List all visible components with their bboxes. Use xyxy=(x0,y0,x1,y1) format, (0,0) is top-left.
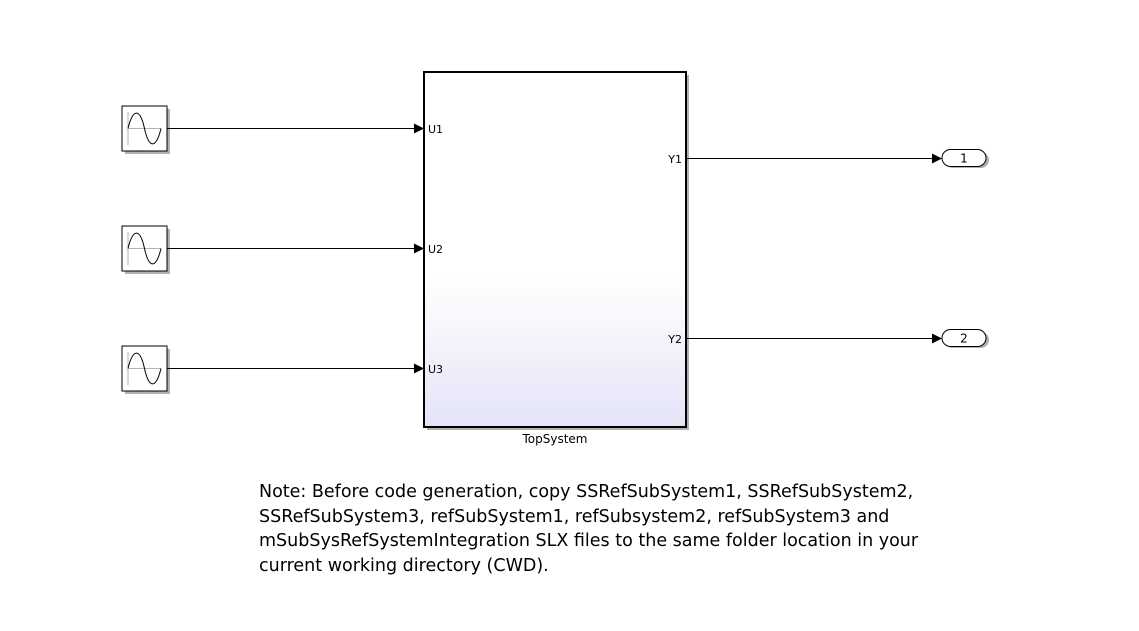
signal-line-u1[interactable] xyxy=(167,123,424,134)
outport-number-2: 2 xyxy=(960,332,968,346)
outport-number-1: 1 xyxy=(960,152,968,166)
output-port-label-y1: Y1 xyxy=(667,153,682,166)
sine-wave-block-3[interactable] xyxy=(121,345,170,394)
note-line-2: SSRefSubSystem3, refSubSystem1, refSubsy… xyxy=(259,506,890,527)
annotation-note: Note: Before code generation, copy SSRef… xyxy=(259,480,979,578)
signal-line-y2[interactable] xyxy=(686,333,942,344)
sine-wave-icon xyxy=(127,112,162,145)
sine-wave-icon xyxy=(127,232,162,265)
outport-block-1[interactable]: 1 xyxy=(941,149,989,169)
sine-wave-block-2[interactable] xyxy=(121,225,170,274)
output-port-label-y2: Y2 xyxy=(667,333,682,346)
input-port-label-u3: U3 xyxy=(428,363,443,376)
signal-line-u2[interactable] xyxy=(167,243,424,254)
sine-wave-block-1[interactable] xyxy=(121,105,170,154)
signal-line-u3[interactable] xyxy=(167,363,424,374)
note-line-4: current working directory (CWD). xyxy=(259,555,549,576)
note-line-3: mSubSysRefSystemIntegration SLX files to… xyxy=(259,531,919,551)
note-line-1: Note: Before code generation, copy SSRef… xyxy=(259,482,914,502)
outport-block-2[interactable]: 2 xyxy=(941,329,989,349)
signal-line-y1[interactable] xyxy=(686,153,942,164)
sine-wave-icon xyxy=(127,352,162,385)
subsystem-name[interactable]: TopSystem xyxy=(522,432,588,446)
block-diagram: U1 U2 U3 Y1 Y2 TopSystem 1 2 xyxy=(121,71,989,446)
input-port-label-u2: U2 xyxy=(428,243,443,256)
subsystem-block[interactable]: U1 U2 U3 Y1 Y2 xyxy=(423,71,689,430)
input-port-label-u1: U1 xyxy=(428,123,443,136)
